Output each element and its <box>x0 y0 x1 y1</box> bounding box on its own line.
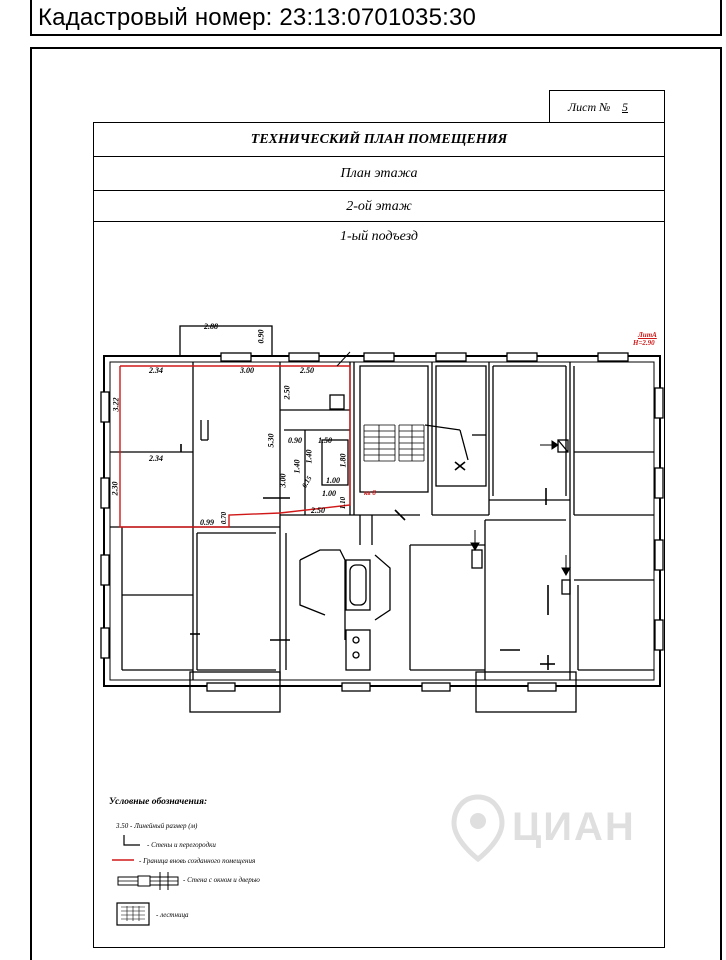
legend-walls: - Стены и перегородки <box>147 841 216 849</box>
apartment-label: кв 8 <box>364 489 376 497</box>
dim-1.50: 1.50 <box>318 436 332 445</box>
dim-3.00: 3.00 <box>240 366 254 375</box>
height-label: H=2.90 <box>633 339 655 347</box>
dim-0.90-top: 0.90 <box>256 329 266 344</box>
legend-boundary: - Граница вновь созданного помещения <box>139 857 256 865</box>
plan-frame: ТЕХНИЧЕСКИЙ ПЛАН ПОМЕЩЕНИЯ План этажа 2-… <box>93 122 665 948</box>
cadastral-number: Кадастровый номер: 23:13:0701035:30 <box>38 4 477 31</box>
lit-a-label: ЛитА <box>638 331 657 339</box>
cadastral-number-box: Кадастровый номер: 23:13:0701035:30 <box>30 0 722 36</box>
legend-title: Условные обозначения: <box>109 797 208 807</box>
dim-1.00-a: 1.00 <box>326 476 340 485</box>
entrance-label: 1-ый подъезд <box>339 229 418 244</box>
dim-0.99: 0.99 <box>200 518 214 527</box>
dim-2.34-a: 2.34 <box>149 366 163 375</box>
legend-boundary-symbol <box>112 859 134 861</box>
watermark-text: ЦИАН <box>512 805 636 849</box>
dim-2.50-c: 2.50 <box>311 506 325 515</box>
dim-2.50-a: 2.50 <box>300 366 314 375</box>
legend-window-door: - Стена с окном и дверью <box>183 876 260 884</box>
sheet-number: 5 <box>622 100 628 114</box>
legend-window-door-symbol <box>117 872 179 890</box>
dim-0.90: 0.90 <box>288 436 302 445</box>
dim-2.88: 2.88 <box>204 322 218 331</box>
dim-0.70: 0.70 <box>220 511 229 525</box>
legend-stairs: - лестница <box>156 911 189 919</box>
dim-2.30: 2.30 <box>110 481 120 496</box>
legend-wall-symbol <box>123 835 140 846</box>
sheet-label: Лист № <box>568 100 611 114</box>
new-premises-boundary <box>119 365 351 528</box>
dim-2.50-b: 2.50 <box>282 385 292 400</box>
sheet-number-box: Лист № 5 <box>549 90 665 122</box>
dim-1.40-b: 1.40 <box>292 459 302 474</box>
watermark: ЦИАН <box>448 785 648 865</box>
document-title: ТЕХНИЧЕСКИЙ ПЛАН ПОМЕЩЕНИЯ <box>94 123 664 157</box>
dim-1.00-b: 1.00 <box>322 489 336 498</box>
legend-stairs-symbol <box>116 902 150 926</box>
dim-3.00-v: 3.00 <box>278 473 288 488</box>
dim-1.10: 1.10 <box>339 496 348 510</box>
dim-5.30: 5.30 <box>266 433 276 448</box>
outer-frame <box>30 47 722 960</box>
dim-2.34-b: 2.34 <box>149 454 163 463</box>
plan-subtitle: План этажа <box>94 157 664 191</box>
watermark-logo-icon <box>451 794 505 863</box>
floor-label: 2-ой этаж <box>94 191 664 222</box>
legend-linear: 3.50 - Линейный размер (м) <box>116 822 198 830</box>
dim-1.80: 1.80 <box>338 453 348 468</box>
dim-1.40-a: 1.40 <box>304 449 314 464</box>
dim-3.22: 3.22 <box>111 397 121 412</box>
